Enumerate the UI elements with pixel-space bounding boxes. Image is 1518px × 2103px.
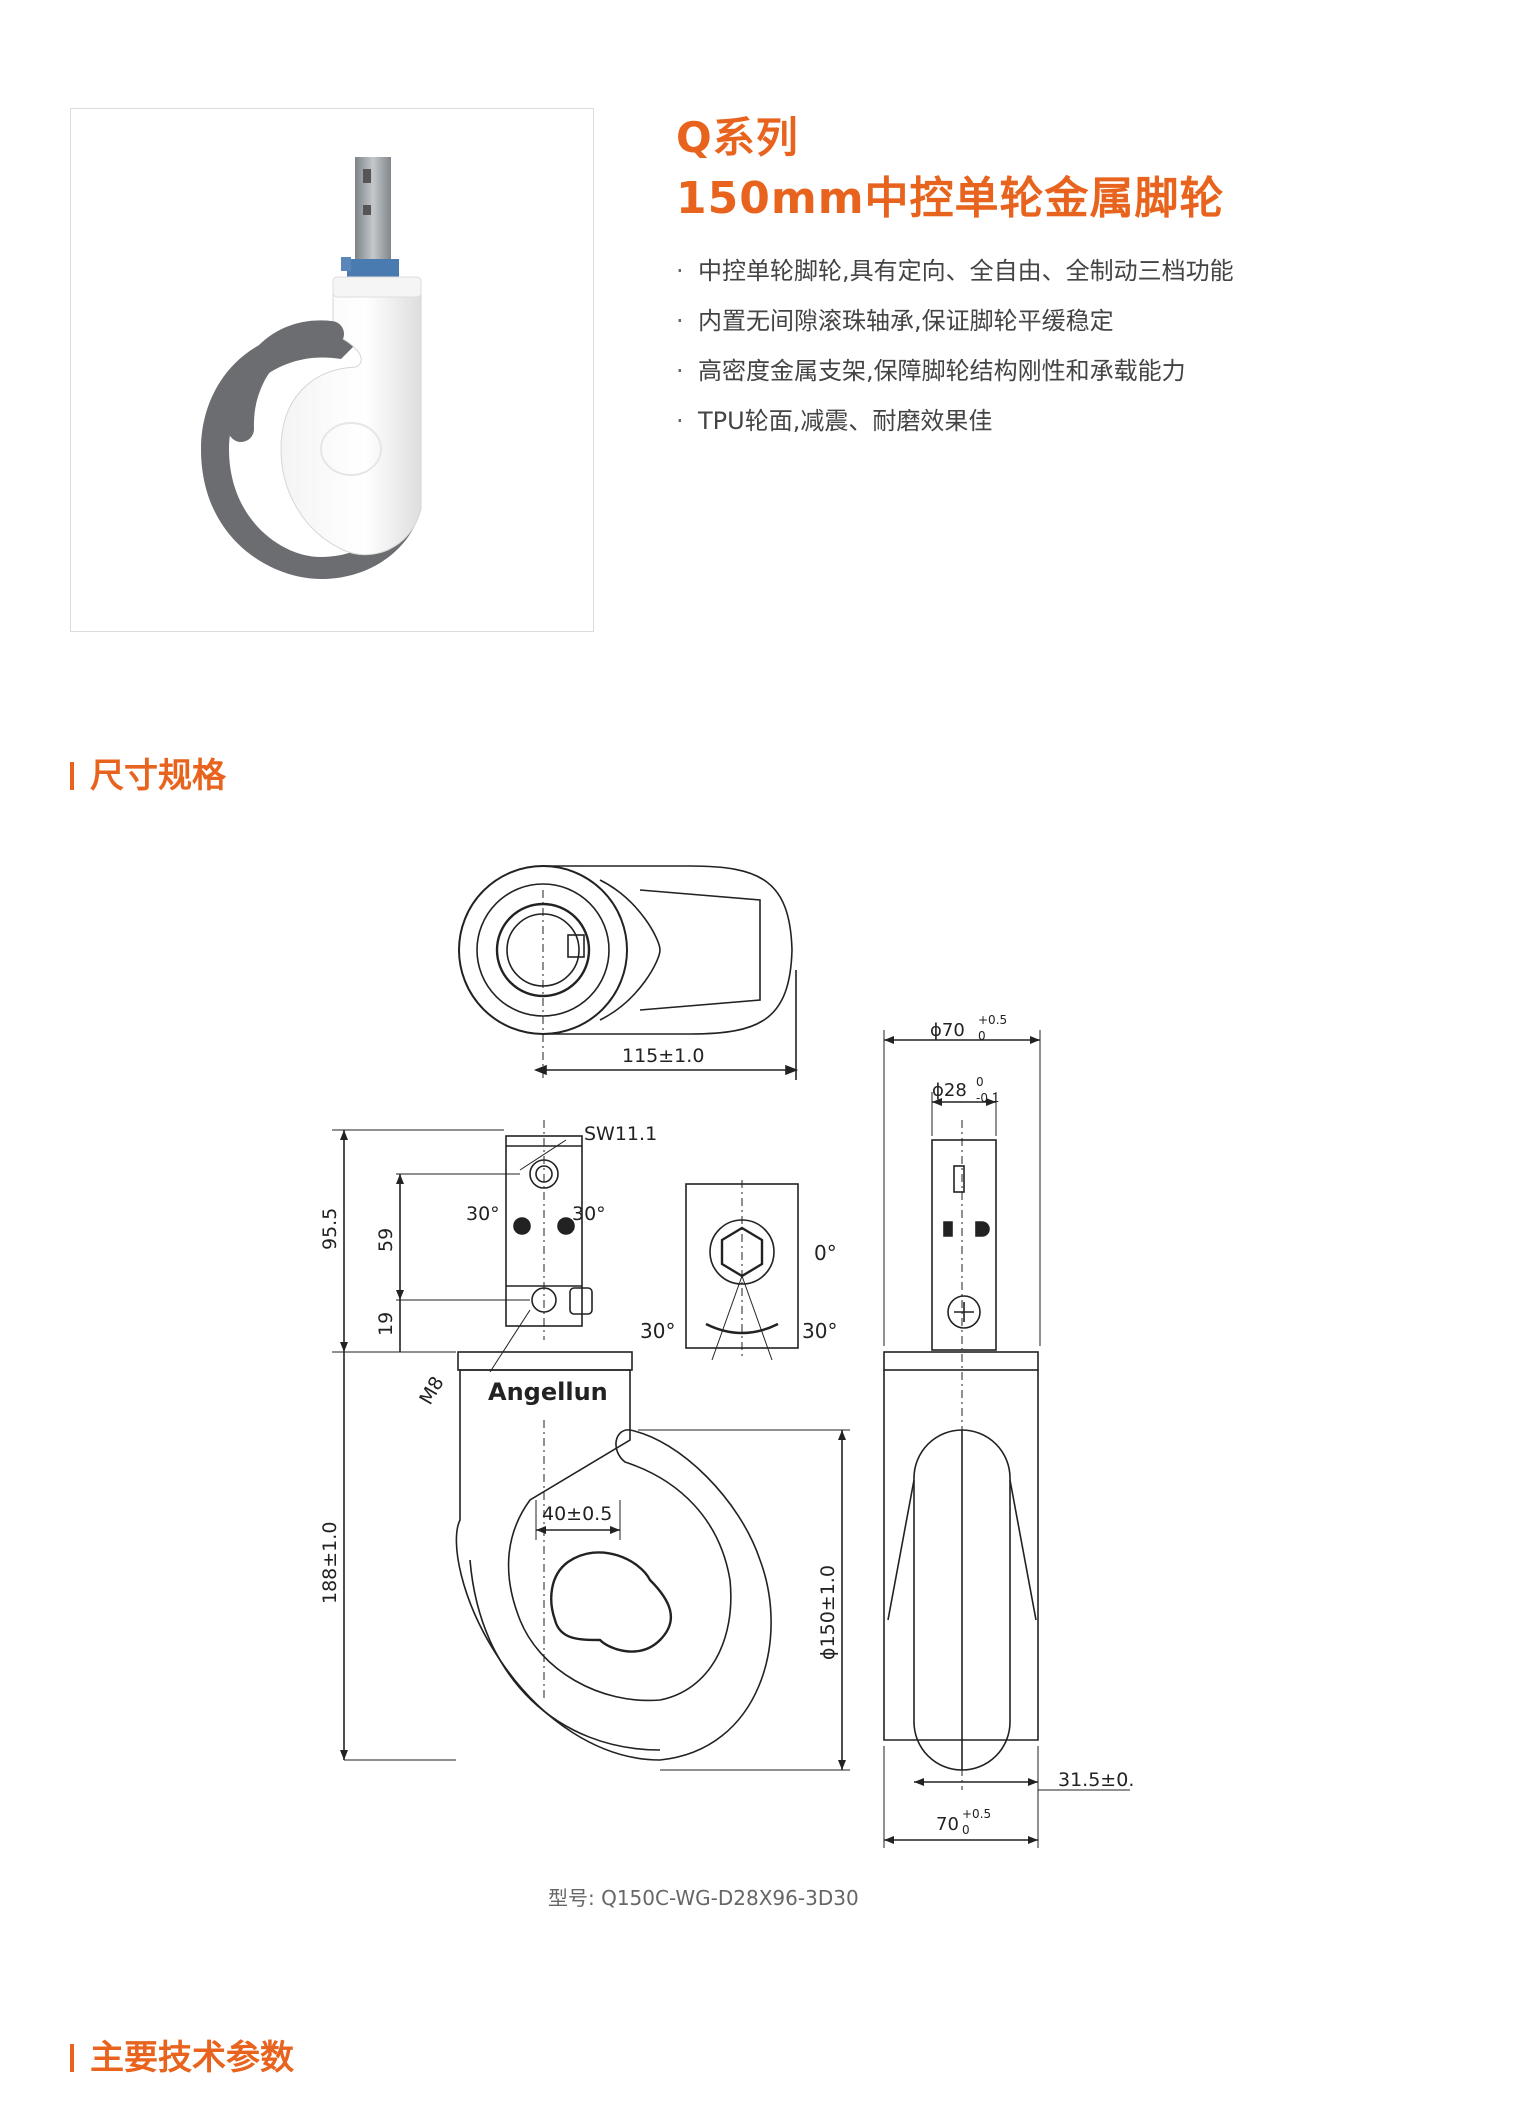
detail-view bbox=[685, 1180, 799, 1361]
brand-mark: Angellun bbox=[488, 1378, 608, 1406]
dim-phi70-tol-lower: 0 bbox=[978, 1029, 986, 1043]
dim-70-tol-upper: +0.5 bbox=[962, 1807, 991, 1821]
section-heading-text: 尺寸规格 bbox=[90, 756, 226, 796]
dim-95-5: 95.5 bbox=[319, 1208, 341, 1250]
dim-40: 40±0.5 bbox=[542, 1503, 612, 1525]
side-view bbox=[883, 1120, 1039, 1790]
feature-text: TPU轮面,减震、耐磨效果佳 bbox=[698, 407, 993, 435]
detail-angle-30-left: 30° bbox=[640, 1319, 675, 1343]
bullet-dot: · bbox=[676, 257, 684, 285]
dim-phi28: ϕ28 bbox=[932, 1080, 967, 1101]
caster-illustration bbox=[201, 157, 422, 579]
bullet-dot: · bbox=[676, 307, 684, 335]
section-heading-parameters: 主要技术参数 bbox=[70, 2030, 294, 2079]
technical-drawing: 115±1.0 bbox=[319, 865, 1134, 1848]
feature-text: 内置无间隙滚珠轴承,保证脚轮平缓稳定 bbox=[698, 307, 1114, 335]
dim-sw: SW11.1 bbox=[584, 1123, 657, 1145]
product-photo bbox=[70, 108, 594, 632]
angle-left: 30° bbox=[466, 1203, 500, 1225]
section-heading-dimensions: 尺寸规格 bbox=[70, 748, 226, 797]
dim-19: 19 bbox=[375, 1312, 397, 1336]
side-dims bbox=[883, 1030, 1130, 1848]
bullet-dot: · bbox=[676, 407, 684, 435]
feature-text: 中控单轮脚轮,具有定向、全自由、全制动三档功能 bbox=[698, 257, 1234, 285]
front-view bbox=[455, 1120, 772, 1761]
dim-phi28-tol-upper: 0 bbox=[976, 1075, 984, 1089]
dim-phi70-tol-upper: +0.5 bbox=[978, 1013, 1007, 1027]
feature-item: · 内置无间隙滚珠轴承,保证脚轮平缓稳定 bbox=[676, 296, 1234, 346]
dim-70: 70 bbox=[936, 1814, 959, 1835]
dim-phi28-tol-lower: -0.1 bbox=[976, 1091, 999, 1105]
dim-31-5: 31.5±0. bbox=[1058, 1769, 1134, 1791]
detail-angle-30-right: 30° bbox=[802, 1319, 837, 1343]
detail-angle-0: 0° bbox=[814, 1241, 837, 1265]
feature-item: · TPU轮面,减震、耐磨效果佳 bbox=[676, 396, 1234, 446]
front-dims bbox=[332, 1129, 850, 1771]
dim-188: 188±1.0 bbox=[319, 1522, 341, 1604]
feature-item: · 中控单轮脚轮,具有定向、全自由、全制动三档功能 bbox=[676, 246, 1234, 296]
series-title: Q系列 bbox=[676, 113, 799, 162]
bullet-dot: · bbox=[676, 357, 684, 385]
dim-phi70: ϕ70 bbox=[930, 1020, 965, 1041]
dim-150: ϕ150±1.0 bbox=[817, 1565, 839, 1660]
dim-115: 115±1.0 bbox=[622, 1045, 704, 1067]
angle-right: 30° bbox=[572, 1203, 606, 1225]
dim-m8: M8 bbox=[415, 1373, 448, 1409]
model-number: 型号: Q150C-WG-D28X96-3D30 bbox=[548, 1886, 859, 1910]
product-title: 150mm中控单轮金属脚轮 bbox=[676, 173, 1225, 224]
section-bar bbox=[70, 2044, 74, 2072]
feature-list: · 中控单轮脚轮,具有定向、全自由、全制动三档功能 · 内置无间隙滚珠轴承,保证脚轮… bbox=[676, 246, 1234, 446]
section-bar bbox=[70, 762, 74, 790]
top-view bbox=[458, 865, 799, 1080]
dim-59: 59 bbox=[375, 1228, 397, 1252]
section-heading-text: 主要技术参数 bbox=[90, 2038, 294, 2078]
dim-70-tol-lower: 0 bbox=[962, 1823, 970, 1837]
feature-item: · 高密度金属支架,保障脚轮结构刚性和承载能力 bbox=[676, 346, 1234, 396]
feature-text: 高密度金属支架,保障脚轮结构刚性和承载能力 bbox=[698, 357, 1186, 385]
